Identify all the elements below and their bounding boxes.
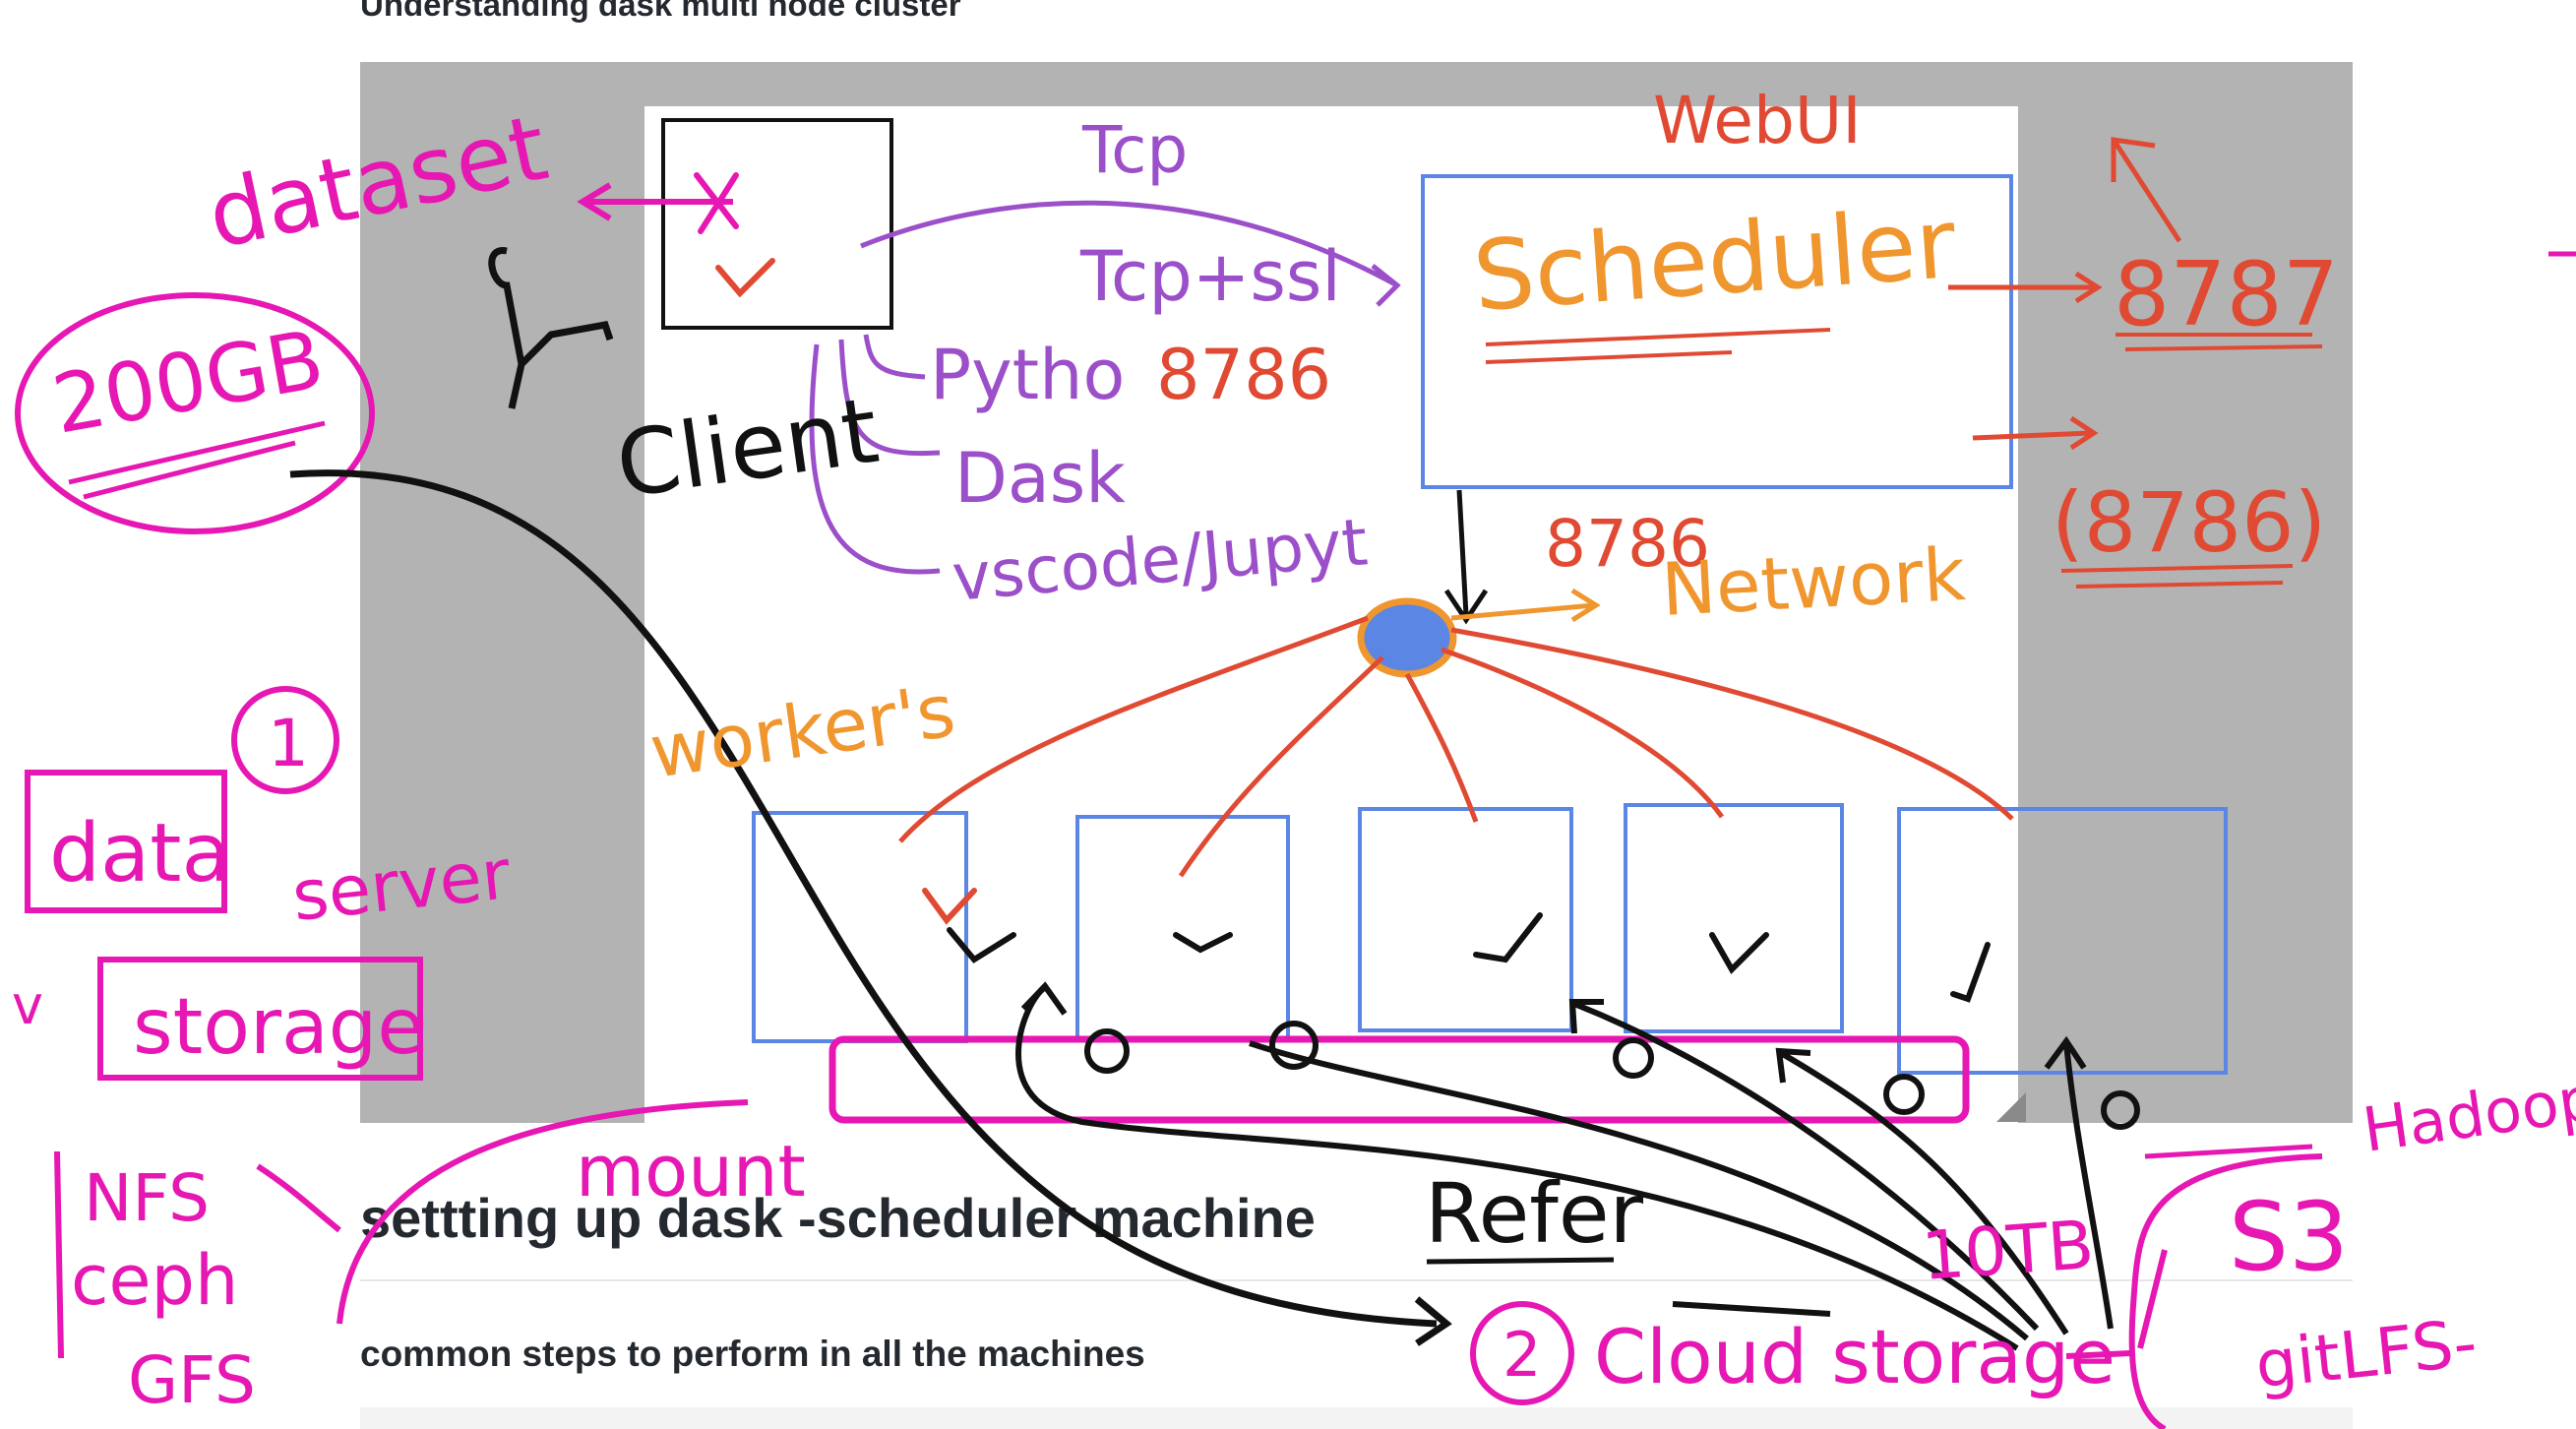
refer-underline (1426, 1257, 1615, 1265)
code-block (360, 1407, 2353, 1429)
resize-grip-icon[interactable] (1996, 1092, 2026, 1122)
step-2-label: 2 (1503, 1319, 1541, 1391)
cloud-options-brace (2128, 1153, 2323, 1429)
section-heading: settting up dask -scheduler machine (360, 1187, 1316, 1249)
doc-heading: Understanding dask multi node cluster (360, 0, 961, 23)
dataset-size-label: 200GB (46, 313, 331, 453)
diagram-image-frame (360, 62, 2353, 1123)
nfs-bracket (54, 1150, 64, 1359)
refer-label: Refer (1425, 1165, 1644, 1262)
step-1-circle (231, 686, 339, 794)
ceph-label: ceph (71, 1240, 238, 1321)
dataset-size-underline (68, 420, 326, 500)
hadoop-arrow (2144, 1144, 2313, 1159)
diagram-canvas (644, 106, 2018, 1123)
git-lfs-label: gitLFS- (2252, 1305, 2481, 1403)
cloud-size-label: 10TB (1920, 1207, 2097, 1296)
nfs-label: NFS (84, 1160, 210, 1236)
subsection-heading: common steps to perform in all the machi… (360, 1334, 1145, 1374)
cloud-to-s3-arrow (2065, 1249, 2168, 1359)
cloud-storage-connector (1672, 1301, 1831, 1317)
data-label: data (49, 807, 231, 901)
s3-label: S3 (2229, 1182, 2349, 1292)
dataset-size-circle (15, 292, 375, 534)
step-2-circle (1470, 1301, 1574, 1405)
heading-divider (360, 1279, 2353, 1281)
gfs-label: GFS (128, 1342, 256, 1418)
data-box (25, 770, 227, 913)
step-1-label: 1 (268, 706, 309, 781)
cloud-storage-label: Cloud storage (1594, 1313, 2116, 1400)
hadoop-label: Hadoop (2359, 1062, 2576, 1166)
left-margin-mark: v (12, 974, 43, 1036)
